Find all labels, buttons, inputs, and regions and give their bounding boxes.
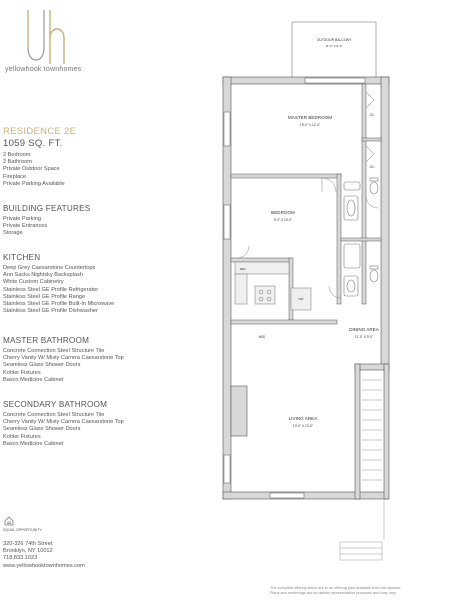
bedroom-dims: 9'-0" X 10'-0" xyxy=(274,218,292,222)
list-item: Cherry Vanity W/ Misty Carrera Caesarsto… xyxy=(3,419,124,426)
master-bathroom-heading: MASTER BATHROOM xyxy=(3,336,90,345)
kitchen-heading: KITCHEN xyxy=(3,253,41,262)
list-item: Storage xyxy=(3,230,23,237)
exterior-steps xyxy=(339,500,385,561)
contact-block: 320-326 74th Street Brooklyn, NY 10012 7… xyxy=(3,541,85,570)
master-bedroom-label: MASTER BEDROOM xyxy=(288,115,332,120)
list-item: Stainless Steel GE Profile Range xyxy=(3,293,86,300)
list-item: Deep Grey Caesarstone Countertops xyxy=(3,265,96,271)
kitchen-list: Deep Grey Caesarstone Countertops Ann Sa… xyxy=(3,265,114,315)
master-bedroom-dims: 19'-0" X 12'-0" xyxy=(300,123,320,127)
list-item: Ann Sacks Nightsky Backsplash xyxy=(3,272,83,279)
balcony-dims: 11'-0" X 5'-0" xyxy=(325,44,342,48)
list-item: 2 Bedroom xyxy=(3,152,31,158)
stairs xyxy=(362,379,382,481)
list-item: Private Outdoor Space xyxy=(3,166,60,173)
dining-area-dims: 11'-0" X 9'-0" xyxy=(355,335,373,339)
equal-housing-label: EQUAL OPPORTUNITY xyxy=(3,528,42,532)
secondary-bathroom-list: Concrete Connection Steel Structure Tile… xyxy=(3,412,124,448)
bath-fixtures xyxy=(343,177,379,297)
closet-doors xyxy=(365,91,375,163)
list-item: Stainless Steel GE Profile Built-In Micr… xyxy=(3,301,115,308)
secondary-bathroom-heading: SECONDARY BATHROOM xyxy=(3,400,108,409)
refrigerator-label: REF xyxy=(240,267,246,271)
balcony-label: OUTDOOR BALCONY xyxy=(317,38,352,42)
master-bathroom-list: Concrete Connection Steel Structure Tile… xyxy=(3,348,124,384)
floor-plan: OUTDOOR BALCONY 11'-0" X 5'-0" MASTER BE… xyxy=(222,21,390,561)
dining-area-label: DINING AREA xyxy=(349,327,380,332)
brand-name: yellowhook townhomes xyxy=(5,66,82,73)
list-item: Kohler Fixtures xyxy=(3,369,41,376)
website-link[interactable]: www.yellowhooktownhomes.com xyxy=(3,562,85,569)
door-swings xyxy=(236,177,379,299)
residence-title: RESIDENCE 2E xyxy=(3,126,77,137)
list-item: Concrete Connection Steel Structure Tile xyxy=(3,348,105,354)
living-area-dims: 13'-0" X 13'-0" xyxy=(293,424,313,428)
list-item: Basco Medicine Cabinet xyxy=(3,440,64,447)
address-line-2: Brooklyn, NY 10012 xyxy=(3,548,53,555)
building-features-heading: BUILDING FEATURES xyxy=(3,204,91,213)
list-item: Concrete Connection Steel Structure Tile xyxy=(3,412,105,418)
closet-label: CL xyxy=(369,112,375,117)
disclaimer: The complete offering terms are in an of… xyxy=(270,586,470,595)
dishwasher-label: DW xyxy=(299,297,304,301)
list-item: Kohler Fixtures xyxy=(3,433,41,440)
disclaimer-line-1: The complete offering terms are in an of… xyxy=(270,586,402,590)
residence-size: 1059 SQ. FT. xyxy=(3,138,63,149)
list-item: Cherry Vanity W/ Misty Carrera Caesarsto… xyxy=(3,355,124,362)
residence-features: 2 Bedroom 2 Bathroom Private Outdoor Spa… xyxy=(3,152,65,188)
phone-number: 718.833.1023 xyxy=(3,555,38,562)
list-item: Seamless Glass Shower Doors xyxy=(3,362,81,369)
list-item: 2 Bathroom xyxy=(3,159,32,166)
brand-logo xyxy=(27,10,65,64)
building-features-list: Private Parking Private Entrances Storag… xyxy=(3,216,47,238)
list-item: Seamless Glass Shower Doors xyxy=(3,426,81,433)
equal-housing-icon xyxy=(4,516,14,526)
bedroom-label: BEDROOM xyxy=(271,210,295,215)
address-line-1: 320-326 74th Street xyxy=(3,541,53,547)
list-item: Basco Medicine Cabinet xyxy=(3,376,64,383)
list-item: Stainless Steel GE Profile Refrigerator xyxy=(3,286,99,293)
kitchen-counters xyxy=(234,261,312,311)
list-item: Stainless Steel GE Profile Dishwasher xyxy=(3,308,98,315)
list-item: Private Parking Available xyxy=(3,180,65,187)
living-area-label: LIVING AREA xyxy=(289,416,319,421)
windows xyxy=(223,77,366,499)
list-item: Fireplace xyxy=(3,173,27,180)
washer-dryer-label: W/D xyxy=(259,335,266,339)
disclaimer-line-2: Plans and renderings are for artistic re… xyxy=(270,590,397,595)
list-item: Private Parking xyxy=(3,216,41,222)
balcony xyxy=(291,21,377,77)
range-burners xyxy=(258,289,272,302)
list-item: White Custom Cabinetry xyxy=(3,279,64,286)
list-item: Private Entrances xyxy=(3,223,48,230)
closet-label: CL xyxy=(369,164,375,169)
